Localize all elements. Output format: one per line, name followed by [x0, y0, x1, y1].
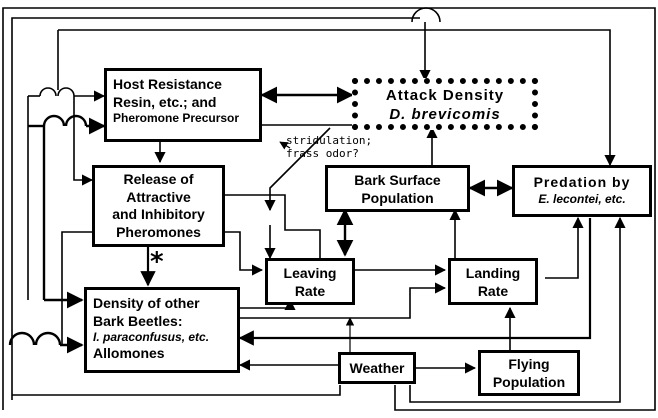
stridulation-note: stridulation; frass odor?	[286, 134, 373, 160]
asterisk-mark: *	[150, 247, 164, 277]
stridulation-line1: stridulation;	[286, 134, 373, 147]
weather-line1: Weather	[349, 360, 405, 376]
density-other-box: Density of other Bark Beetles: I. paraco…	[84, 287, 240, 373]
host-resistance-line3: Pheromone Precursor	[113, 111, 240, 125]
attack-density-line2: D. brevicomis	[389, 105, 501, 123]
arc-bottom-1	[8, 331, 36, 346]
loop-outer-1	[2, 7, 410, 410]
bark-surface-line1: Bark Surface	[354, 172, 441, 188]
arc-1	[57, 87, 75, 97]
release-pheromones-box: Release of Attractive and Inhibitory Phe…	[92, 165, 225, 247]
host-resistance-box: Host Resistance Resin, etc.; and Pheromo…	[104, 68, 262, 142]
density-other-line2: Bark Beetles:	[93, 312, 183, 329]
loop-3	[58, 29, 616, 167]
arc-3	[42, 114, 66, 127]
loop-2	[11, 17, 420, 400]
predation-box: Predation by E. lecontei, etc.	[512, 165, 652, 217]
predation-line1: Predation by	[533, 174, 631, 190]
host-resistance-line1: Host Resistance	[113, 76, 222, 92]
density-other-line1: Density of other	[93, 295, 200, 311]
stridulation-line2: frass odor?	[286, 146, 359, 160]
release-line4: Pheromones	[116, 223, 201, 240]
arc-4	[64, 114, 88, 127]
arc-bottom-2	[34, 331, 62, 346]
predation-line2: E. lecontei, etc.	[538, 191, 626, 206]
host-resistance-line2: Resin, etc.; and	[113, 93, 217, 110]
flying-population-box: Flying Population	[478, 350, 580, 396]
density-other-line3: I. paraconfusus, etc.	[93, 330, 210, 344]
leaving-rate-box: Leaving Rate	[265, 258, 355, 305]
arc-2	[39, 87, 57, 97]
weather-box: Weather	[338, 352, 416, 384]
bark-surface-line2: Population	[361, 189, 434, 206]
leaving-rate-line1: Leaving	[283, 265, 337, 281]
density-other-line4: Allomones	[93, 345, 165, 361]
loop-outer-2	[394, 7, 656, 411]
leaving-rate-line2: Rate	[294, 282, 326, 299]
flying-population-line1: Flying	[508, 356, 550, 372]
attack-density-line1: Attack Density	[385, 87, 505, 104]
release-line3: and Inhibitory	[112, 206, 205, 222]
bark-surface-box: Bark Surface Population	[325, 165, 470, 212]
release-line2: Attractive	[126, 188, 191, 205]
flying-population-line2: Population	[492, 373, 566, 390]
release-line1: Release of	[123, 171, 194, 187]
landing-rate-line2: Rate	[477, 282, 509, 299]
landing-rate-box: Landing Rate	[448, 258, 538, 305]
loop-top-arc	[411, 7, 441, 23]
landing-rate-line1: Landing	[465, 265, 521, 281]
attack-density-box: Attack Density D. brevicomis	[352, 78, 538, 130]
